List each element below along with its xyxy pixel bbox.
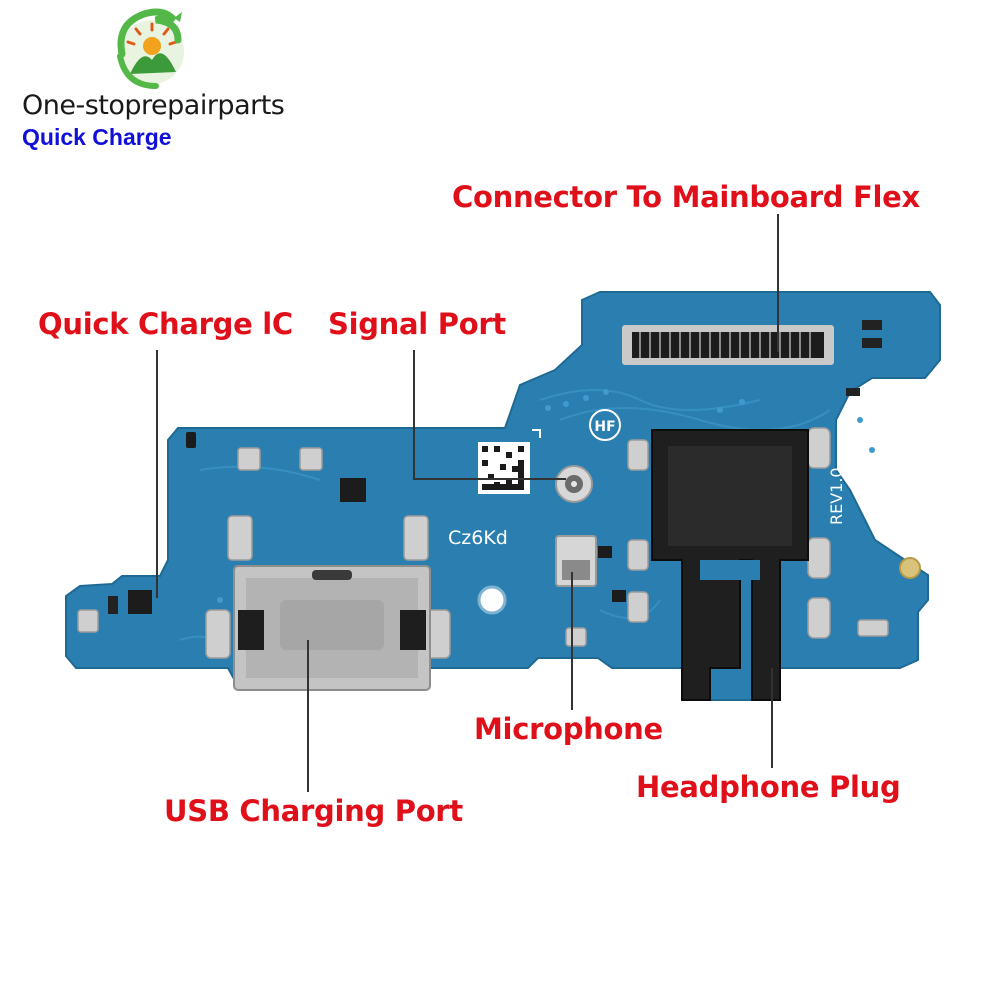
logo-icon — [117, 8, 184, 89]
label-quick-charge-ic: Quick Charge lC — [38, 307, 293, 341]
revision-marking: REV1.0 — [827, 467, 846, 525]
label-usb-port: USB Charging Port — [164, 794, 463, 828]
label-connector: Connector To Mainboard Flex — [452, 180, 920, 214]
label-headphone: Headphone Plug — [636, 770, 901, 804]
board-to-board-connector — [622, 325, 834, 365]
signal-port-pointer — [413, 350, 566, 480]
brand-tagline: Quick Charge — [22, 124, 172, 150]
usb-c-port — [233, 565, 431, 691]
quick-charge-ic — [128, 590, 152, 614]
part-code: Cz6Kd — [448, 527, 508, 549]
mounting-hole — [477, 585, 507, 615]
headphone-jack — [651, 429, 809, 701]
hf-marking: HF — [594, 419, 615, 435]
data-matrix-code — [478, 442, 530, 494]
microphone — [555, 535, 597, 587]
brand-name: One-stoprepairparts — [22, 90, 285, 121]
label-signal-port: Signal Port — [328, 307, 506, 341]
label-microphone: Microphone — [474, 712, 663, 746]
signal-port — [555, 465, 593, 503]
